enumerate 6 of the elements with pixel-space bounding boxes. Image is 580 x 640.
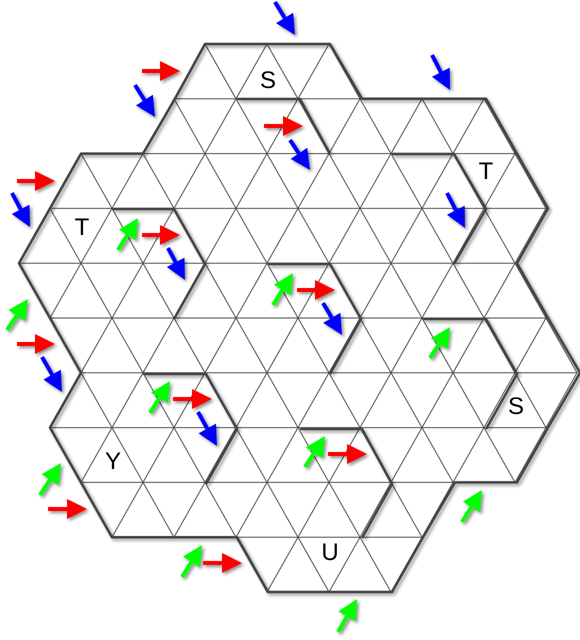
cell-letter: U xyxy=(321,541,339,565)
cell-letter: T xyxy=(74,216,90,240)
cell-letter: S xyxy=(508,395,524,419)
cell-letter: Y xyxy=(105,450,121,474)
cell-letter: T xyxy=(478,160,494,184)
cell-letter: S xyxy=(260,69,276,93)
